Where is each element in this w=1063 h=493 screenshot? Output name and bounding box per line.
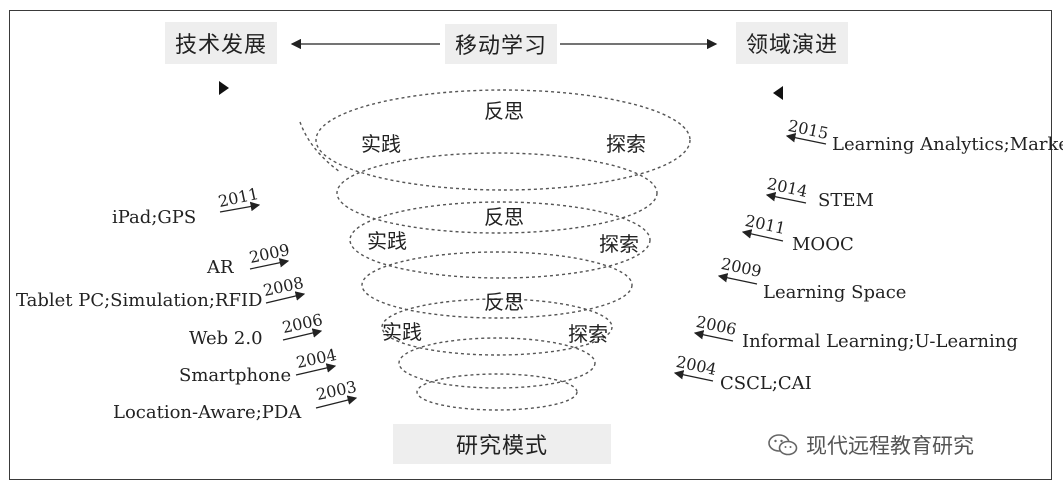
field-evolution-box: 领域演进 xyxy=(736,22,848,64)
tech-arrow-2011 xyxy=(219,201,261,213)
tech-label: AR xyxy=(207,257,234,278)
mobile-learning-box: 移动学习 xyxy=(445,24,557,64)
diagram-frame xyxy=(9,10,1052,480)
field-label: STEM xyxy=(818,190,874,211)
technology-development-label: 技术发展 xyxy=(174,33,267,58)
field-evolution-label: 领域演进 xyxy=(745,33,838,58)
spiral-label-reflect-1: 反思 xyxy=(484,99,524,123)
tech-label: iPad;GPS xyxy=(112,207,197,228)
tech-label: Tablet PC;Simulation;RFID xyxy=(16,290,263,311)
mobile-learning-label: 移动学习 xyxy=(454,34,547,59)
spiral xyxy=(299,89,691,411)
right-triangle-marker xyxy=(773,86,783,100)
tech-label: Smartphone xyxy=(179,365,292,386)
spiral-loop-3 xyxy=(349,201,651,279)
spiral-loop-7 xyxy=(416,373,578,411)
field-label: CSCL;CAI xyxy=(720,373,812,394)
field-arrow-2009 xyxy=(717,273,758,285)
field-arrow-2014 xyxy=(765,191,807,204)
spiral-label-reflect-2: 反思 xyxy=(484,205,524,229)
field-arrow-2004 xyxy=(673,370,714,382)
field-label: Informal Learning;U-Learning xyxy=(742,331,1018,352)
field-arrow-2011 xyxy=(741,229,784,242)
spiral-label-reflect-3: 反思 xyxy=(484,290,524,314)
spiral-loop-4 xyxy=(361,251,633,319)
spiral-loop-6 xyxy=(398,337,596,389)
field-arrow-2006 xyxy=(693,330,734,342)
spiral-label-explore-1: 探索 xyxy=(606,132,646,156)
field-label: Learning Space xyxy=(763,282,907,303)
research-mode-box: 研究模式 xyxy=(393,424,611,464)
technology-development-box: 技术发展 xyxy=(165,22,277,64)
field-label: Learning Analytics;Marker xyxy=(832,134,1063,155)
tech-arrow-2008 xyxy=(265,291,306,304)
field-label: MOOC xyxy=(792,234,854,255)
spiral-loop-2 xyxy=(336,152,658,234)
spiral-label-practice-2: 实践 xyxy=(367,229,407,253)
tech-arrow-2003 xyxy=(315,395,358,409)
spiral-tail xyxy=(299,121,341,173)
spiral-label-practice-3: 实践 xyxy=(382,320,422,344)
research-mode-label: 研究模式 xyxy=(455,434,548,459)
wechat-icon xyxy=(768,434,798,456)
tech-arrow-2004 xyxy=(295,363,337,376)
tech-label: Web 2.0 xyxy=(189,328,263,349)
spiral-loop-1 xyxy=(315,89,691,191)
field-arrow-2015 xyxy=(785,132,827,145)
spiral-label-practice-1: 实践 xyxy=(361,132,401,156)
tech-arrow-2006 xyxy=(282,328,323,341)
tech-label: Location-Aware;PDA xyxy=(113,402,302,423)
left-triangle-marker xyxy=(219,81,229,95)
watermark-text: 现代远程教育研究 xyxy=(806,434,974,458)
watermark: 现代远程教育研究 xyxy=(768,430,974,460)
spiral-label-explore-3: 探索 xyxy=(568,322,608,346)
spiral-label-explore-2: 探索 xyxy=(599,232,639,256)
tech-arrow-2009 xyxy=(249,258,290,270)
spiral-loop-5 xyxy=(381,298,613,356)
